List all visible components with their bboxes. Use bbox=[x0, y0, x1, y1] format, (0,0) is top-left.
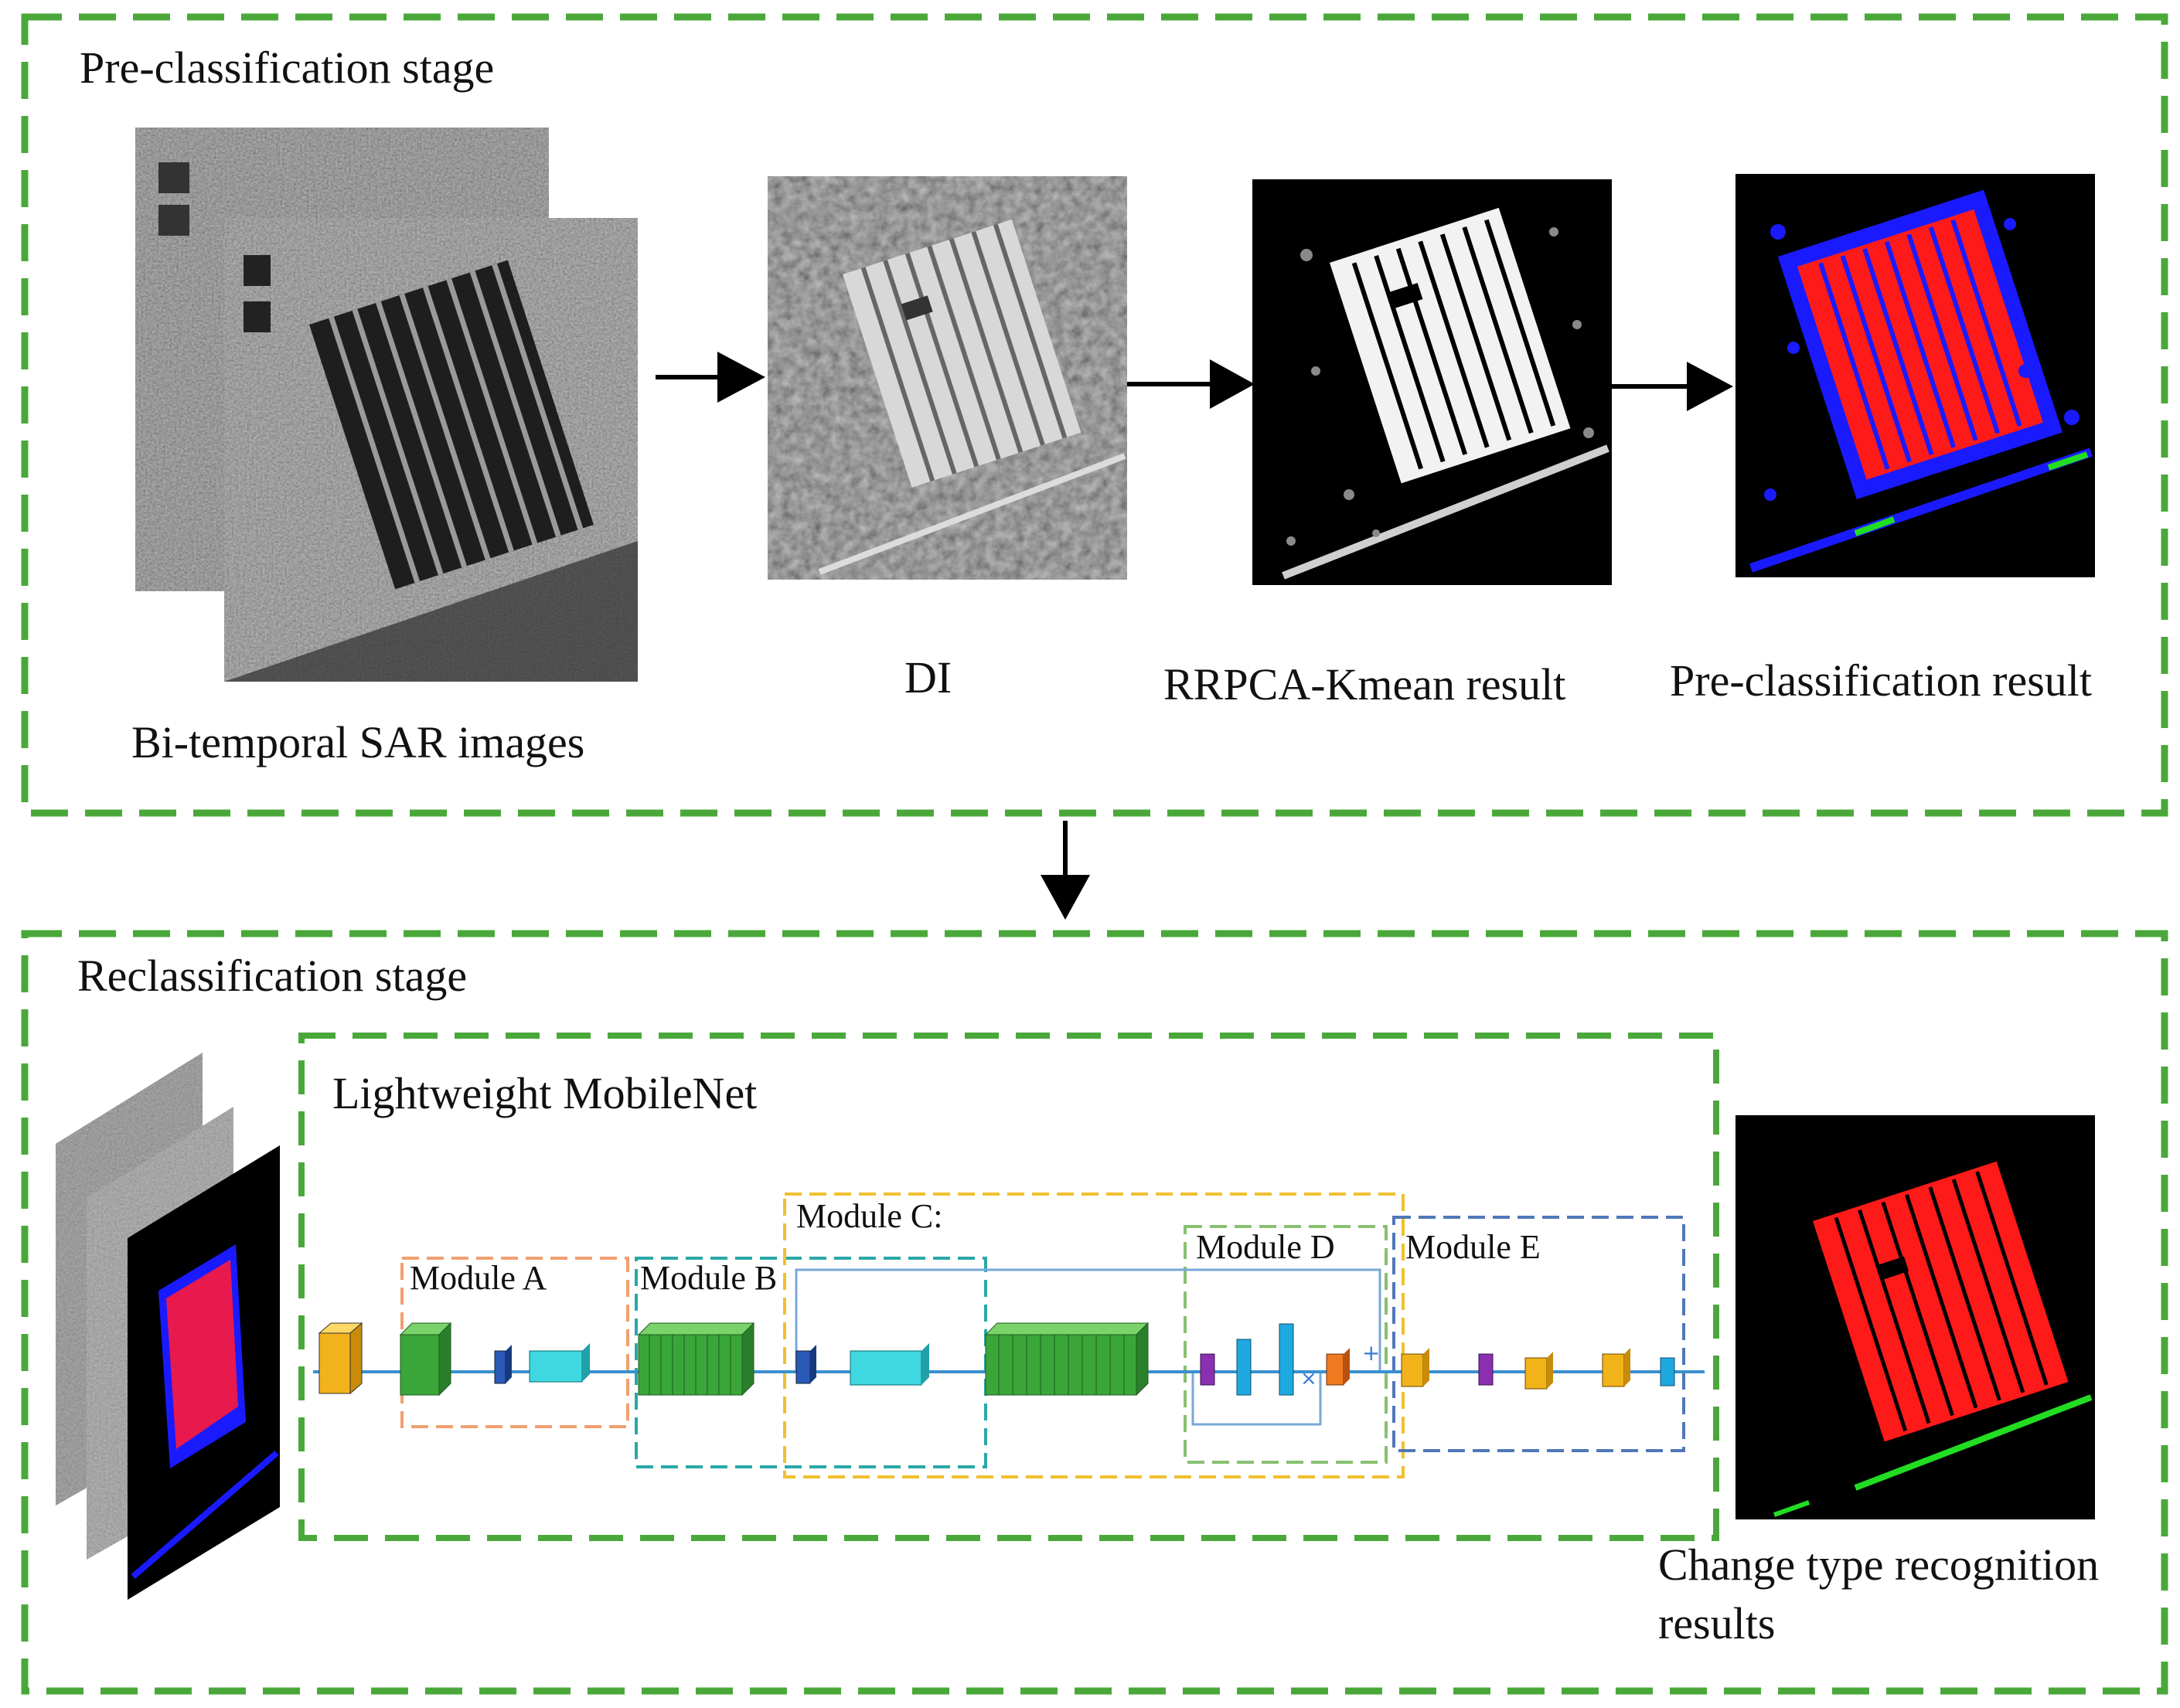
rrpca-kmean-label: RRPCA-Kmean result bbox=[1163, 659, 1566, 709]
module-b-label: Module B bbox=[640, 1259, 778, 1297]
layer-conv-b bbox=[637, 1322, 755, 1397]
layer-dw-a bbox=[494, 1345, 512, 1384]
layer-e-4 bbox=[1602, 1348, 1630, 1387]
layer-se-pool bbox=[1200, 1353, 1215, 1386]
rrpca-kmean-image bbox=[1252, 179, 1612, 585]
change-type-label-line1: Change type recognition bbox=[1658, 1540, 2100, 1590]
change-type-label-line2: results bbox=[1658, 1598, 1776, 1648]
layer-pw-c bbox=[850, 1343, 929, 1386]
skip-connection-module-d bbox=[1191, 1372, 1322, 1426]
arrow-di-to-rrpca-head bbox=[1210, 359, 1255, 409]
arrow-rrpca-to-preresult-head bbox=[1687, 362, 1733, 411]
layer-e-1 bbox=[1401, 1348, 1429, 1387]
layer-se-fc2 bbox=[1279, 1323, 1294, 1396]
add-icon: + bbox=[1362, 1340, 1380, 1366]
pre-classification-stage-title: Pre-classification stage bbox=[80, 43, 495, 93]
module-e-label: Module E bbox=[1405, 1228, 1541, 1266]
layer-se-out bbox=[1326, 1348, 1350, 1386]
layer-e-2 bbox=[1478, 1353, 1494, 1386]
sar-image-front bbox=[224, 218, 638, 682]
pre-classification-result-label: Pre-classification result bbox=[1670, 655, 2092, 706]
layer-input bbox=[318, 1322, 363, 1395]
pre-classification-result-image bbox=[1735, 174, 2095, 577]
layer-pw-a bbox=[529, 1343, 590, 1383]
input-image-stack bbox=[56, 1053, 280, 1600]
layer-e-3 bbox=[1524, 1352, 1553, 1390]
multiply-icon: × bbox=[1300, 1367, 1317, 1390]
di-image bbox=[768, 176, 1127, 580]
layer-conv-a1 bbox=[399, 1322, 452, 1397]
layer-dw-c bbox=[795, 1345, 816, 1384]
arrow-stage1-to-stage2-head bbox=[1041, 875, 1090, 920]
layer-conv-c bbox=[984, 1322, 1150, 1397]
reclassification-stage-title: Reclassification stage bbox=[77, 951, 468, 1001]
layer-output bbox=[1660, 1357, 1675, 1386]
lightweight-mobilenet-box bbox=[298, 1033, 1719, 1541]
module-c-label: Module C: bbox=[796, 1197, 943, 1235]
arrow-sar-to-di-head bbox=[717, 352, 765, 403]
change-type-recognition-image bbox=[1735, 1115, 2095, 1519]
lightweight-mobilenet-title: Lightweight MobileNet bbox=[332, 1068, 758, 1118]
layer-se-fc1 bbox=[1236, 1339, 1252, 1396]
sar-images-label: Bi-temporal SAR images bbox=[131, 717, 585, 767]
reclassification-stage-box bbox=[21, 930, 2168, 1695]
skip-connection-module-c bbox=[795, 1268, 1381, 1372]
module-d-label: Module D bbox=[1196, 1228, 1335, 1266]
module-a-label: Module A bbox=[410, 1259, 547, 1297]
module-e-box bbox=[1392, 1216, 1685, 1452]
pre-classification-stage-box bbox=[21, 13, 2168, 817]
module-d-box bbox=[1184, 1225, 1388, 1464]
di-label: DI bbox=[904, 652, 952, 703]
module-c-box bbox=[783, 1193, 1405, 1478]
